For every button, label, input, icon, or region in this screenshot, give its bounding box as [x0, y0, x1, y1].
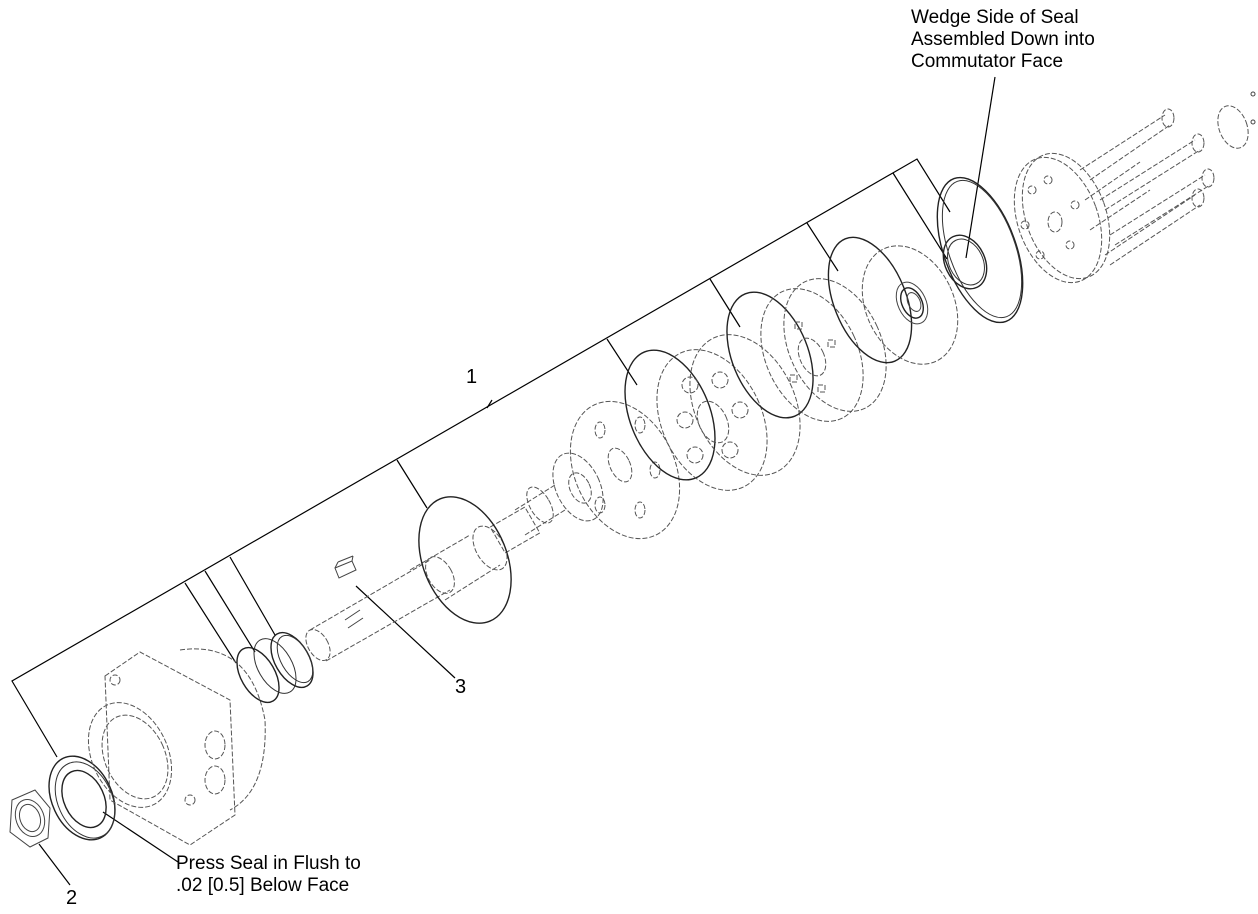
end-cover: [1013, 152, 1111, 284]
commutator: [861, 245, 959, 365]
shaft-key: [334, 555, 357, 579]
gerotor-o-ring-2: [726, 291, 814, 419]
valve-plate: [760, 278, 887, 422]
wear-plate: [569, 400, 681, 540]
press-seal-line-1: Press Seal in Flush to: [176, 853, 361, 874]
commutator-seal: [942, 234, 988, 290]
output-shaft: [305, 506, 541, 662]
housing-seal-rings: [236, 631, 314, 704]
end-plug: [1217, 91, 1256, 149]
cover-bolts: [1079, 108, 1215, 266]
item-number-1: 1: [466, 366, 478, 388]
end-cover-o-ring: [936, 176, 1024, 324]
item-number-3: 3: [455, 676, 467, 698]
shaft-o-ring: [418, 496, 512, 624]
drive-spline: [514, 484, 566, 536]
wedge-seal-line-2: Assembled Down into: [911, 29, 1095, 50]
wedge-seal-callout: Wedge Side of Seal Assembled Down into C…: [911, 7, 1095, 73]
wedge-seal-line-3: Commutator Face: [911, 51, 1064, 72]
press-seal-callout: Press Seal in Flush to .02 [0.5] Below F…: [176, 853, 361, 897]
gerotor: [656, 334, 801, 491]
wedge-seal-line-1: Wedge Side of Seal: [911, 7, 1079, 28]
leader-lines: [38, 76, 996, 886]
shaft-seal: [48, 755, 116, 841]
press-seal-line-2: .02 [0.5] Below Face: [176, 875, 350, 896]
valve-o-ring: [827, 236, 913, 364]
motor-housing: [87, 648, 266, 846]
item-number-2: 2: [66, 887, 78, 909]
hex-nut: [9, 789, 51, 848]
item-1-bracket: [11, 158, 951, 758]
